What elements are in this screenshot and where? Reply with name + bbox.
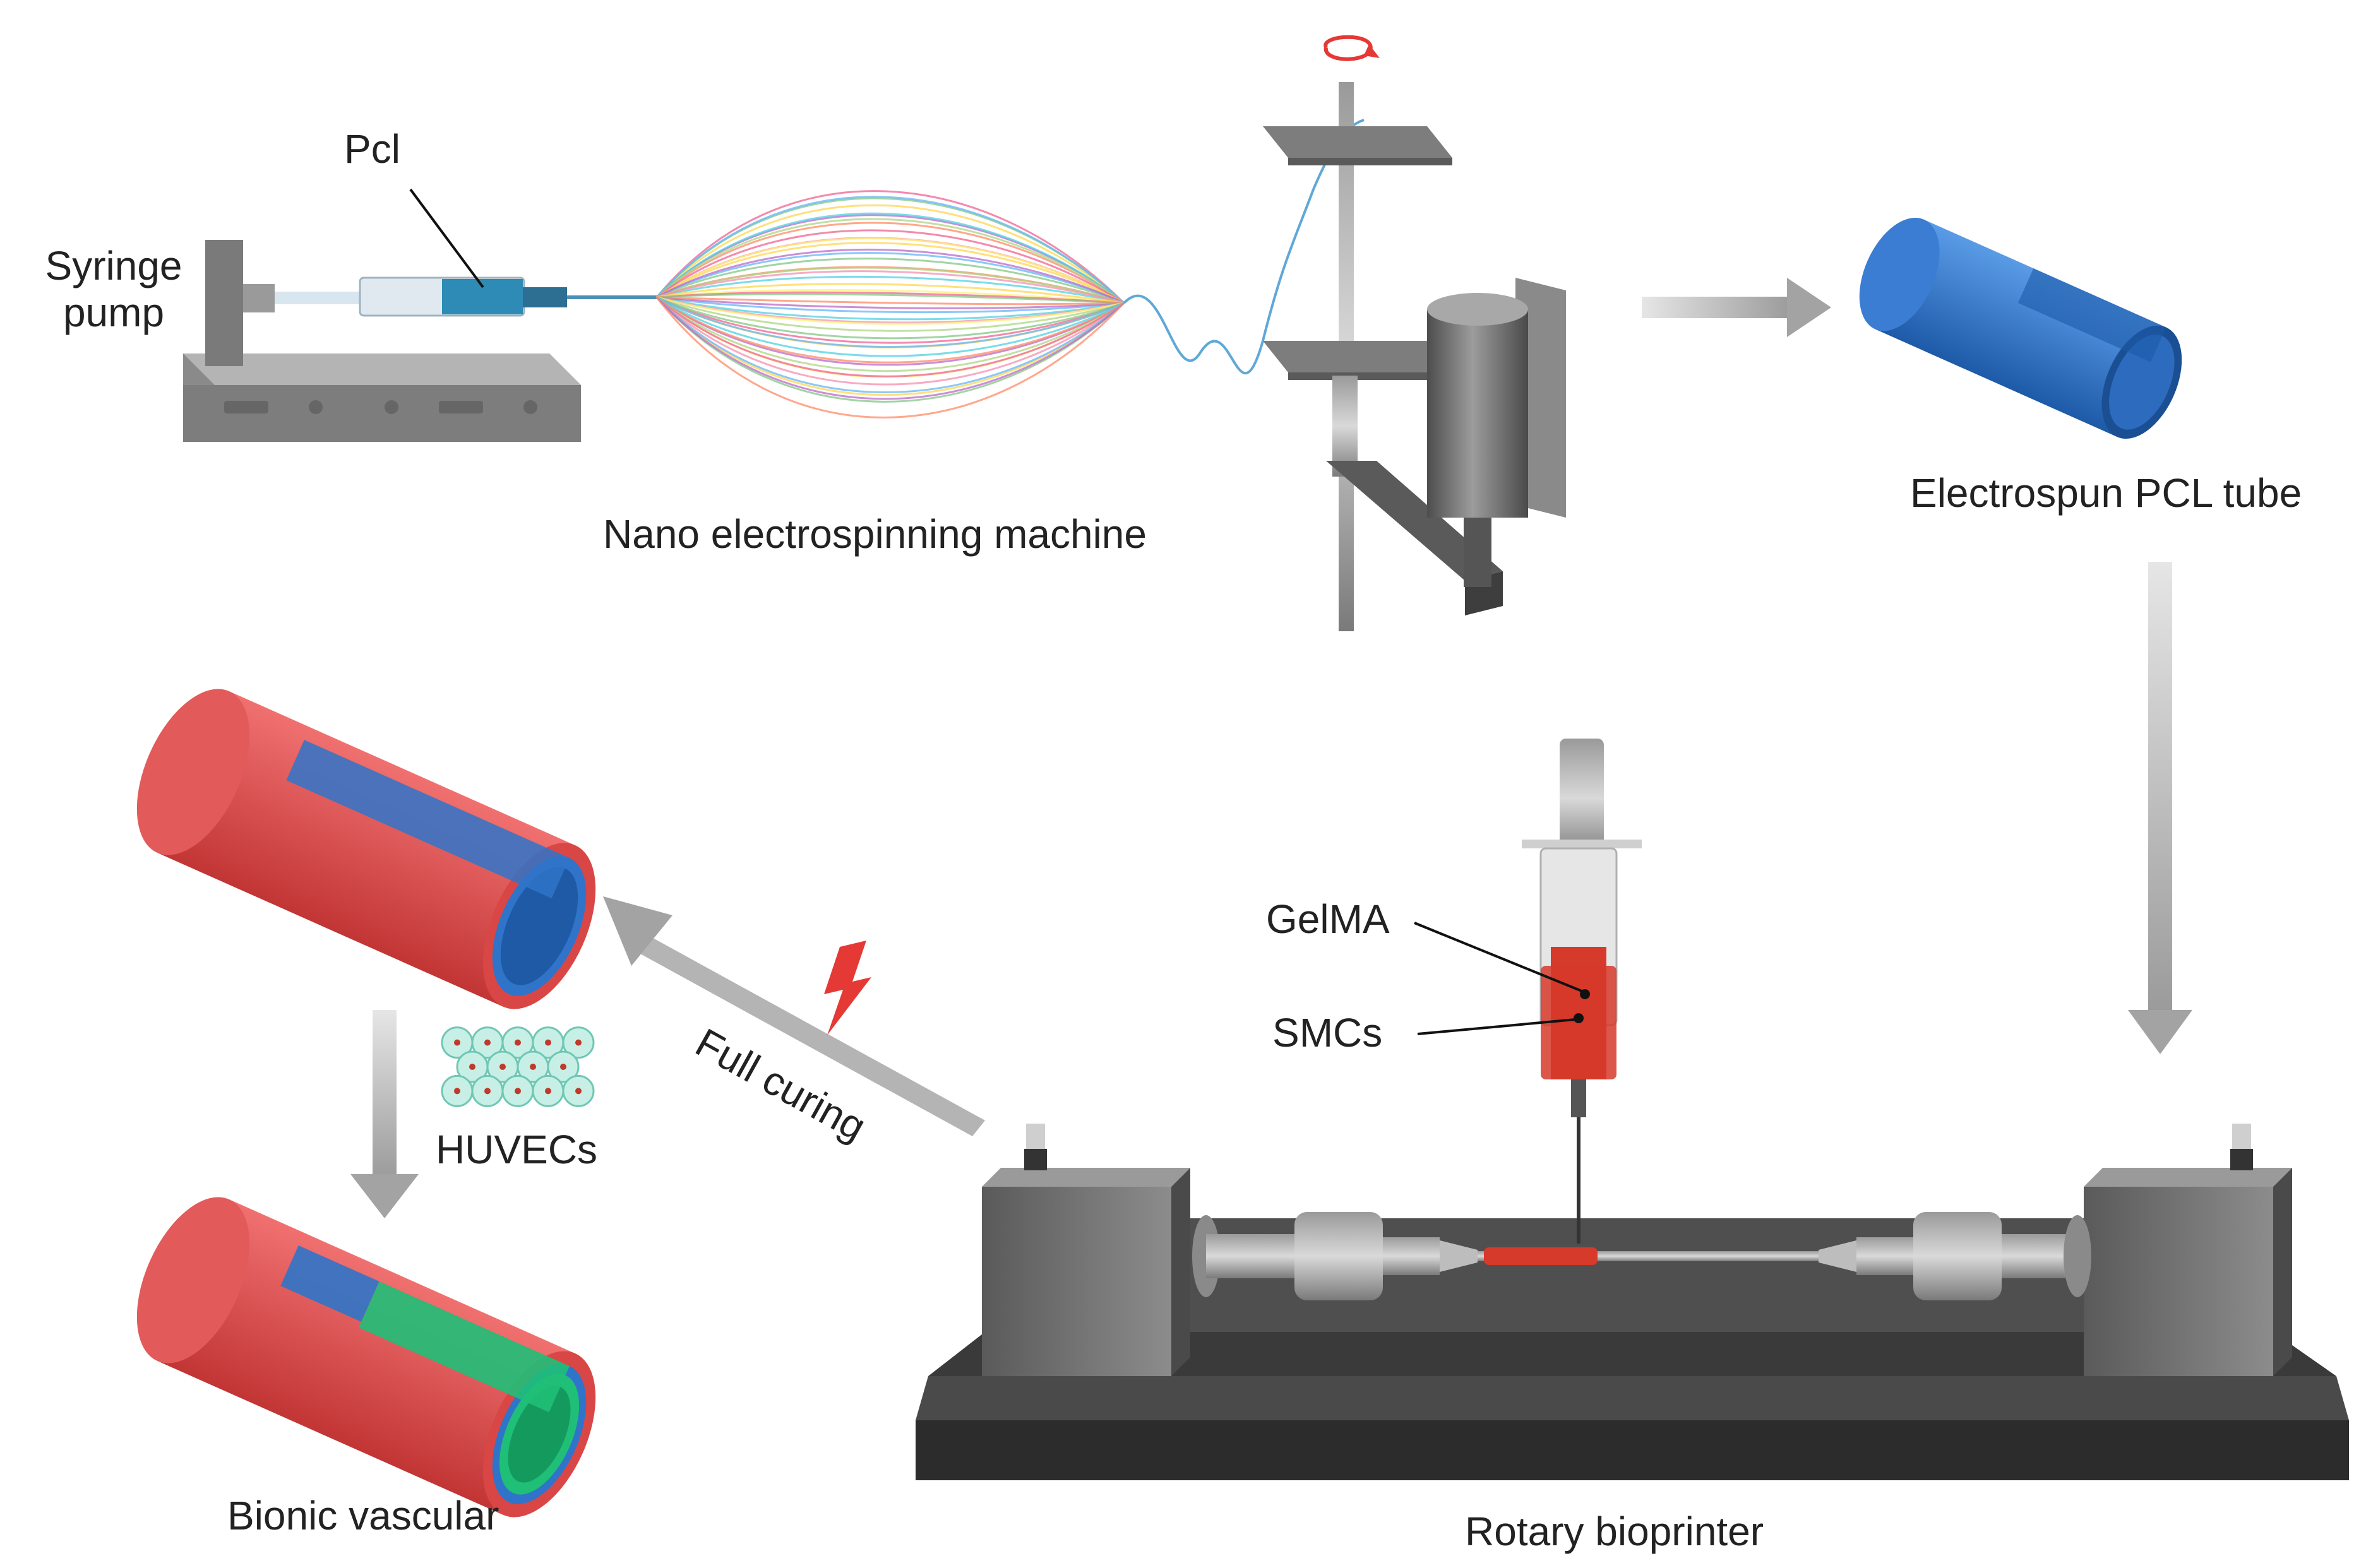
fiber-strand xyxy=(656,296,1125,344)
fiber-strand xyxy=(656,293,1125,304)
rotary-bioprinter-label: Rotary bioprinter xyxy=(1465,1509,1764,1554)
fiber-strand xyxy=(656,222,1125,304)
fiber-strand xyxy=(656,296,1125,314)
fiber-strand xyxy=(656,296,1125,372)
pcl-label: Pcl xyxy=(344,126,400,172)
gelma-dot xyxy=(1580,989,1590,999)
fiber-strand xyxy=(655,296,1125,386)
arrow-full-curing xyxy=(603,896,985,1136)
fiber-strand xyxy=(656,296,1125,309)
cell-nucleus xyxy=(484,1039,491,1046)
cell-nucleus xyxy=(484,1088,491,1095)
smcs-label: SMCs xyxy=(1272,1010,1383,1055)
fiber-strand xyxy=(655,218,1125,304)
rotary-bioprinter xyxy=(916,1124,2349,1480)
cell-nucleus xyxy=(469,1064,475,1070)
fiber-strand xyxy=(655,212,1125,304)
fiber-strand xyxy=(656,296,1125,340)
electrospun-pcl-tube-label: Electrospun PCL tube xyxy=(1910,470,2302,516)
fiber-strand xyxy=(656,252,1125,304)
bionic-vascular-label: Bionic vascular xyxy=(227,1493,499,1538)
fiber-strand xyxy=(656,248,1125,304)
lightning-icon xyxy=(824,941,871,1035)
cell-nucleus xyxy=(515,1088,521,1095)
cell-cluster-icon xyxy=(441,1026,595,1107)
fiber-strand xyxy=(656,283,1125,304)
fiber-strand xyxy=(656,270,1125,304)
arrow-to-pcl-tube xyxy=(1642,278,1831,337)
syringe-pump xyxy=(183,240,657,442)
fiber-strand xyxy=(656,296,1125,364)
cell-nucleus xyxy=(530,1064,536,1070)
fiber-strand xyxy=(656,258,1125,304)
cell-nucleus xyxy=(575,1088,582,1095)
gelma-label: GelMA xyxy=(1266,896,1390,942)
syringe-pump-label-line2: pump xyxy=(63,289,165,335)
huvecs-label: HUVECs xyxy=(436,1127,598,1172)
fiber-strand xyxy=(656,266,1125,304)
cell-nucleus xyxy=(545,1039,551,1046)
fiber-strand xyxy=(655,296,1125,396)
fiber-strand xyxy=(656,237,1125,304)
fiber-strand xyxy=(655,196,1125,304)
fiber-strand xyxy=(656,296,1125,348)
rotation-arrow-icon xyxy=(1323,35,1380,61)
cell-nucleus xyxy=(575,1039,582,1046)
gelma-leader-line xyxy=(1414,922,1582,992)
fiber-strand xyxy=(656,296,1125,377)
fiber-strand xyxy=(655,296,1125,393)
pcl-leader-line xyxy=(409,188,484,288)
fiber-strand xyxy=(655,296,1125,400)
fiber-strand xyxy=(656,296,1125,357)
red-blue-tube xyxy=(136,689,596,1009)
cell-nucleus xyxy=(560,1064,566,1070)
fiber-strand xyxy=(655,297,1125,419)
bionic-vascular-tube xyxy=(136,1197,596,1518)
cell-nucleus xyxy=(545,1088,551,1095)
pcl-tube xyxy=(1859,217,2182,439)
syringe-pump-label: Syringe pump xyxy=(35,243,193,336)
fiber-strand xyxy=(656,296,1125,306)
syringe-pump-label-line1: Syringe xyxy=(45,243,182,288)
fiber-cloud xyxy=(655,190,1125,419)
fiber-strand xyxy=(656,288,1125,304)
fiber-strand xyxy=(656,296,1125,366)
fiber-strand xyxy=(656,296,1125,325)
cell-nucleus xyxy=(454,1088,460,1095)
fiber-strand xyxy=(656,296,1125,321)
arrow-to-bionic-vascular xyxy=(350,1010,419,1218)
fiber-strand xyxy=(656,229,1125,304)
smcs-dot xyxy=(1574,1013,1584,1023)
smcs-leader-line xyxy=(1417,1018,1576,1035)
arrow-to-bioprinter xyxy=(2128,562,2192,1054)
fiber-strand xyxy=(656,242,1125,304)
cell-nucleus xyxy=(454,1039,460,1046)
cell-nucleus xyxy=(499,1064,506,1070)
fiber-strand xyxy=(655,297,1125,403)
fiber-strand xyxy=(656,275,1125,304)
nano-electrospinning-machine-label: Nano electrospinning machine xyxy=(603,511,1147,557)
cell-nucleus xyxy=(515,1039,521,1046)
fiber-strand xyxy=(656,296,1125,332)
fiber-strand xyxy=(655,204,1125,304)
collector xyxy=(1123,82,1566,631)
fiber-strand xyxy=(655,190,1125,304)
